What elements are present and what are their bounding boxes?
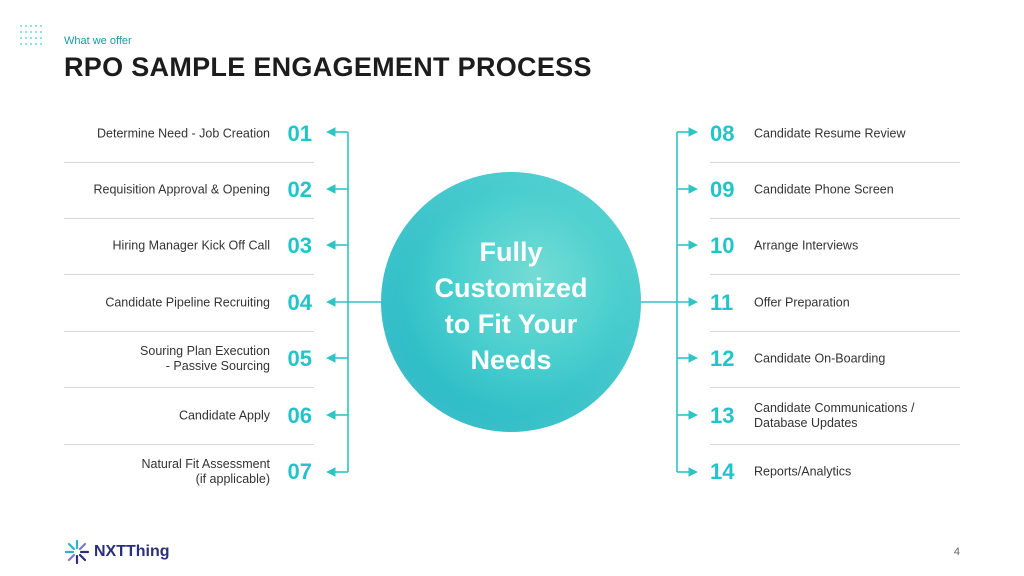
step-row-03: Hiring Manager Kick Off Call 03 bbox=[64, 218, 314, 275]
step-number: 03 bbox=[287, 233, 312, 258]
step-label: Candidate Pipeline Recruiting bbox=[105, 295, 270, 310]
step-number: 09 bbox=[710, 177, 735, 202]
center-line-2: Customized bbox=[434, 273, 588, 303]
dot bbox=[35, 37, 37, 39]
center-circle: Fully Customized to Fit Your Needs bbox=[381, 172, 641, 432]
dot bbox=[40, 43, 42, 45]
company-logo: NXTThing bbox=[64, 538, 170, 566]
page-number: 4 bbox=[953, 546, 960, 558]
page-title: RPO SAMPLE ENGAGEMENT PROCESS bbox=[64, 52, 592, 82]
step-row-14: 14 Reports/Analytics bbox=[710, 444, 960, 500]
dot bbox=[25, 25, 27, 27]
step-label: Candidate On-Boarding bbox=[754, 351, 886, 366]
step-number: 02 bbox=[287, 177, 312, 202]
step-number: 12 bbox=[710, 346, 735, 371]
dot bbox=[30, 43, 32, 45]
dot bbox=[20, 25, 22, 27]
step-label: Candidate Phone Screen bbox=[754, 182, 894, 197]
dot bbox=[30, 31, 32, 33]
dot bbox=[35, 31, 37, 33]
dot bbox=[25, 43, 27, 45]
center-line-3: to Fit Your bbox=[444, 309, 578, 339]
dot bbox=[20, 37, 22, 39]
step-number: 11 bbox=[710, 290, 734, 315]
dot bbox=[25, 31, 27, 33]
dot bbox=[20, 43, 22, 45]
dot bbox=[30, 37, 32, 39]
dot bbox=[40, 31, 42, 33]
dot bbox=[40, 37, 42, 39]
center-line-4: Needs bbox=[470, 345, 552, 375]
center-message: Fully Customized to Fit Your Needs bbox=[381, 234, 641, 378]
step-number: 07 bbox=[287, 459, 312, 484]
step-row-04: Candidate Pipeline Recruiting 04 bbox=[64, 275, 314, 332]
dot bbox=[40, 25, 42, 27]
step-row-11: 11 Offer Preparation bbox=[710, 275, 960, 332]
step-label: Offer Preparation bbox=[754, 295, 850, 310]
step-row-08: 08 Candidate Resume Review bbox=[710, 106, 960, 163]
section-eyebrow: What we offer bbox=[64, 35, 132, 47]
step-number: 13 bbox=[710, 403, 735, 428]
step-row-01: Determine Need - Job Creation 01 bbox=[64, 106, 314, 163]
step-number: 08 bbox=[710, 121, 735, 146]
step-number: 01 bbox=[287, 121, 312, 146]
starburst-logo-icon bbox=[64, 539, 90, 565]
dot bbox=[25, 37, 27, 39]
step-label: Candidate Communications /Database Updat… bbox=[754, 401, 915, 430]
step-label: Arrange Interviews bbox=[754, 238, 859, 253]
step-row-06: Candidate Apply 06 bbox=[64, 388, 314, 445]
center-line-1: Fully bbox=[479, 237, 543, 267]
step-number: 04 bbox=[287, 290, 312, 315]
step-number: 06 bbox=[287, 403, 312, 428]
step-label: Candidate Resume Review bbox=[754, 126, 906, 141]
step-label: Requisition Approval & Opening bbox=[93, 182, 270, 197]
step-row-05: Souring Plan Execution- Passive Sourcing… bbox=[64, 331, 314, 388]
step-label: Hiring Manager Kick Off Call bbox=[112, 238, 270, 253]
step-row-07: Natural Fit Assessment(if applicable) 07 bbox=[64, 444, 314, 500]
step-row-02: Requisition Approval & Opening 02 bbox=[64, 162, 314, 219]
step-label: Souring Plan Execution- Passive Sourcing bbox=[140, 344, 270, 373]
dot bbox=[20, 31, 22, 33]
step-label: Candidate Apply bbox=[178, 408, 270, 423]
step-number: 05 bbox=[287, 346, 312, 371]
step-row-13: 13 Candidate Communications /Database Up… bbox=[710, 388, 960, 445]
step-label: Determine Need - Job Creation bbox=[97, 126, 270, 141]
step-row-12: 12 Candidate On-Boarding bbox=[710, 331, 960, 388]
dot bbox=[35, 43, 37, 45]
step-number: 14 bbox=[710, 459, 735, 484]
step-label: Natural Fit Assessment(if applicable) bbox=[141, 457, 270, 486]
logo-wordmark: NXTThing bbox=[94, 543, 170, 560]
step-label: Reports/Analytics bbox=[754, 464, 852, 479]
step-row-10: 10 Arrange Interviews bbox=[710, 218, 960, 275]
dot bbox=[30, 25, 32, 27]
dot bbox=[35, 25, 37, 27]
step-row-09: 09 Candidate Phone Screen bbox=[710, 162, 960, 219]
step-number: 10 bbox=[710, 233, 735, 258]
decorative-dot-grid bbox=[20, 25, 46, 49]
